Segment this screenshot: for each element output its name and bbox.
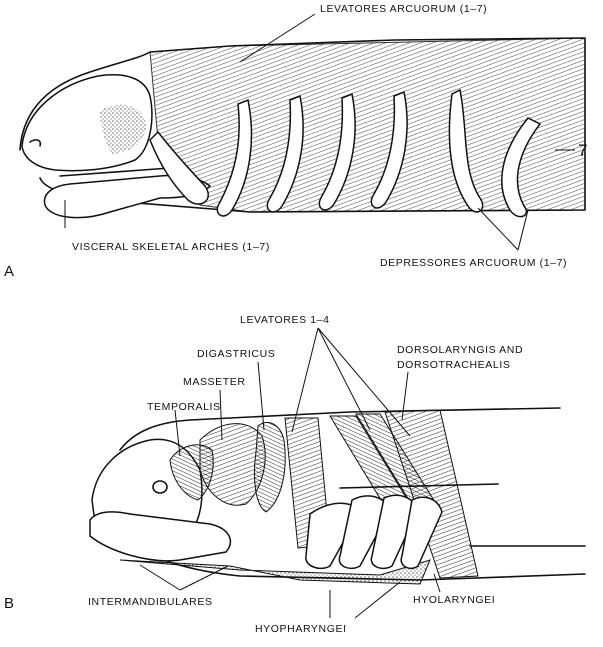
panel-b-digastricus-label: DIGASTRICUS xyxy=(197,348,275,360)
panel-b-intermandibulares-label: INTERMANDIBULARES xyxy=(88,596,213,608)
panel-b-digastricus-muscle xyxy=(254,422,285,512)
panel-b-hyolaryngei-label: HYOLARYNGEI xyxy=(413,594,495,606)
panel-a-levatores-label: LEVATORES ARCUORUM (1–7) xyxy=(320,3,487,15)
panel-b-intermandibulares-leader-2 xyxy=(180,566,228,590)
panel-b-hyopharyngei-leader-2 xyxy=(355,582,400,618)
panel-a-letter: A xyxy=(4,263,14,280)
panel-a: LEVATORES ARCUORUM (1–7) VISCERAL SKELET… xyxy=(4,3,587,280)
panel-b-temporalis-label: TEMPORALIS xyxy=(147,401,221,413)
panel-b-dorsolaryngis-label-2: DORSOTRACHEALIS xyxy=(397,359,510,371)
panel-a-depressores-label: DEPRESSORES ARCUORUM (1–7) xyxy=(380,257,567,269)
panel-b-masseter-label: MASSETER xyxy=(183,376,246,388)
panel-a-arch-number: 7 xyxy=(578,141,587,160)
panel-a-visceral-label: VISCERAL SKELETAL ARCHES (1–7) xyxy=(72,241,270,253)
panel-b-levatores-leader-1 xyxy=(292,328,318,432)
panel-b-intermandibulares-leader-1 xyxy=(140,565,180,590)
panel-b-letter: B xyxy=(4,595,14,612)
panel-b-jaw xyxy=(90,512,230,561)
panel-b-digastricus-leader xyxy=(258,362,264,430)
panel-b-levatores-label: LEVATORES 1–4 xyxy=(240,314,330,326)
panel-b-arches xyxy=(306,495,442,568)
panel-b-levatores-leader-2 xyxy=(318,328,370,430)
panel-a-depressores-leader-1 xyxy=(478,208,518,250)
panel-b: LEVATORES 1–4 DIGASTRICUS MASSETER TEMPO… xyxy=(4,314,585,635)
panel-b-dorsolaryngis-label-1: DORSOLARYNGIS AND xyxy=(397,344,523,356)
panel-a-muscle-mass xyxy=(150,38,585,212)
panel-b-hyopharyngei-label: HYOPHARYNGEI xyxy=(255,623,347,635)
